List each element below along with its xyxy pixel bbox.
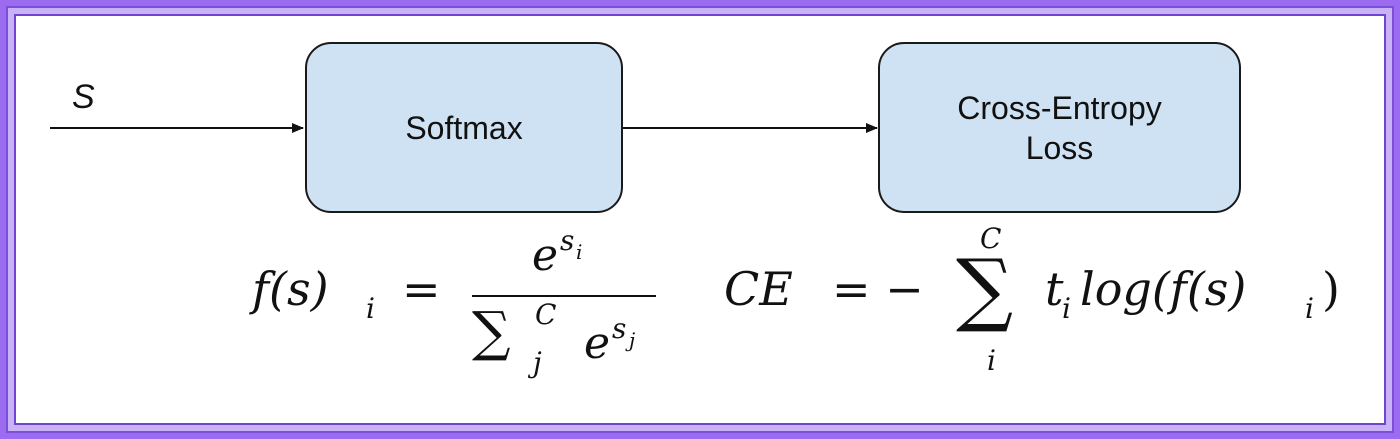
softmax-denominator-sum-sub: j	[533, 346, 542, 379]
input-label: S	[72, 78, 95, 116]
softmax-equals: =	[402, 262, 441, 316]
softmax-denominator-sum: ∑	[472, 300, 511, 363]
softmax-numerator-base: e	[532, 230, 559, 281]
cross-entropy-node: Cross-Entropy Loss	[878, 42, 1241, 213]
softmax-lhs-sub: i	[366, 292, 375, 325]
softmax-denominator-base: e	[584, 318, 611, 369]
softmax-node-label: Softmax	[405, 109, 523, 146]
ce-term-t: t	[1045, 262, 1064, 316]
ce-sum-sub: i	[987, 344, 996, 377]
softmax-denominator-sum-sup: C	[535, 298, 557, 331]
ce-term-log-sub: i	[1305, 292, 1314, 325]
ce-sum-sup: C	[980, 222, 1002, 255]
ce-sum-symbol: ∑	[956, 242, 1014, 335]
softmax-numerator-exp: s	[560, 224, 575, 257]
ce-equals-minus: = −	[832, 262, 924, 316]
ce-lhs: CE	[724, 262, 793, 316]
cross-entropy-node-label: Cross-Entropy Loss	[957, 89, 1162, 166]
softmax-denominator-exp: s	[612, 312, 627, 345]
softmax-lhs: f(s)	[252, 262, 329, 316]
softmax-node: Softmax	[305, 42, 623, 213]
ce-term-t-sub: i	[1062, 292, 1071, 325]
softmax-denominator-exp-sub: j	[629, 328, 636, 352]
softmax-numerator-exp-sub: i	[576, 240, 583, 264]
ce-term-close: )	[1322, 262, 1340, 316]
ce-term-log: log(f(s)	[1080, 262, 1247, 316]
fraction-bar	[472, 295, 656, 297]
